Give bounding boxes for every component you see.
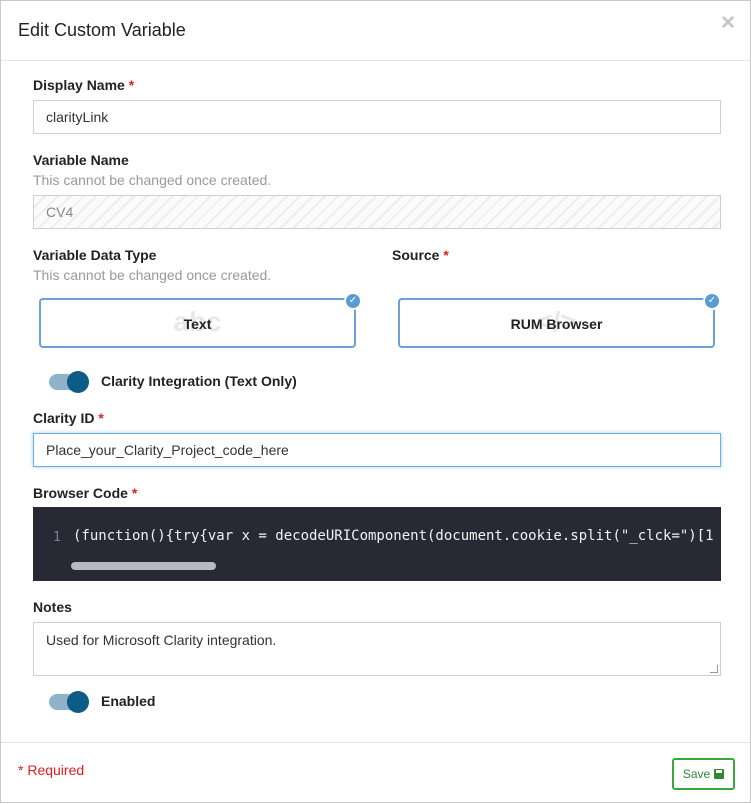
data-type-label: Variable Data Type (33, 247, 157, 263)
notes-textarea[interactable]: Used for Microsoft Clarity integration. (33, 622, 721, 676)
enabled-label: Enabled (101, 693, 156, 709)
code-horizontal-scrollbar[interactable] (71, 562, 216, 570)
source-label: Source * (392, 247, 449, 263)
code-line: (function(){try{var x = decodeURICompone… (73, 528, 714, 544)
enabled-toggle[interactable] (49, 691, 89, 713)
data-type-option-label: Text (183, 316, 212, 332)
check-icon: ✓ (344, 292, 362, 310)
required-mark: * (131, 485, 138, 501)
modal-title: Edit Custom Variable (18, 20, 186, 40)
browser-code-label-text: Browser Code (33, 485, 128, 501)
clarity-integration-label: Clarity Integration (Text Only) (101, 373, 297, 389)
required-mark: * (443, 247, 449, 263)
data-type-option-text[interactable]: abc Text ✓ (39, 292, 362, 348)
toggle-knob (67, 371, 89, 393)
check-icon: ✓ (703, 292, 721, 310)
source-option-rum-browser[interactable]: </> RUM Browser ✓ (398, 292, 721, 348)
variable-name-input: CV4 (33, 195, 721, 229)
notes-label: Notes (33, 599, 72, 615)
source-option-label: RUM Browser (510, 316, 603, 332)
save-button[interactable]: Save (672, 758, 735, 790)
required-mark: * (98, 410, 104, 426)
resize-grip-icon[interactable] (710, 665, 718, 673)
clarity-integration-toggle[interactable] (49, 371, 89, 393)
variable-name-hint: This cannot be changed once created. (33, 172, 272, 188)
data-type-hint: This cannot be changed once created. (33, 267, 272, 283)
source-label-text: Source (392, 247, 440, 263)
code-icon: </> (536, 306, 577, 337)
line-number: 1 (53, 530, 61, 545)
save-button-label: Save (682, 767, 711, 781)
modal-footer: * Required Save (1, 742, 750, 804)
clarity-id-label-text: Clarity ID (33, 410, 95, 426)
modal-header: Edit Custom Variable × (1, 1, 750, 61)
display-name-label-text: Display Name (33, 77, 125, 93)
required-mark: * (128, 77, 135, 93)
variable-name-label: Variable Name (33, 152, 129, 168)
close-icon[interactable]: × (720, 9, 735, 36)
browser-code-label: Browser Code * (33, 485, 137, 501)
clarity-id-label: Clarity ID * (33, 410, 104, 426)
required-note: * Required (18, 762, 85, 778)
display-name-input[interactable]: clarityLink (33, 100, 721, 134)
toggle-knob (67, 691, 89, 713)
notes-text: Used for Microsoft Clarity integration. (46, 632, 277, 648)
floppy-disk-icon (714, 769, 725, 779)
display-name-label: Display Name * (33, 77, 134, 93)
browser-code-editor[interactable]: 1 (function(){try{var x = decodeURICompo… (33, 507, 721, 581)
abc-icon: abc (173, 306, 222, 337)
clarity-id-input[interactable]: Place_your_Clarity_Project_code_here (33, 433, 721, 467)
